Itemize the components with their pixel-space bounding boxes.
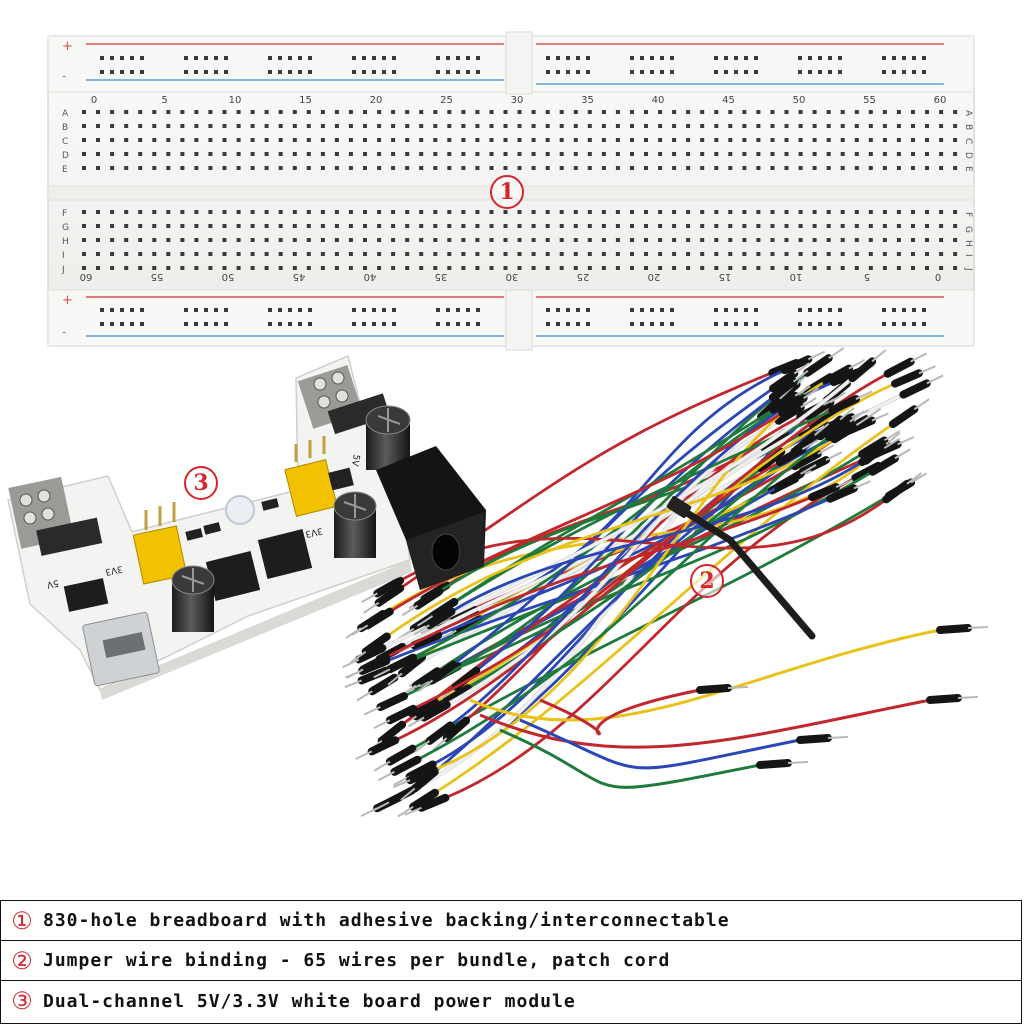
label-5v-left: 5V <box>45 577 60 589</box>
column-number: 40 <box>652 95 665 106</box>
row-label: C <box>62 137 68 147</box>
row-label: D <box>62 151 69 161</box>
dc-barrel-jack <box>376 446 486 590</box>
legend-number: ② <box>11 946 33 975</box>
label-3v3-left: 3V3 <box>104 563 123 576</box>
legend-number: ① <box>11 906 33 935</box>
row-label: H <box>963 240 973 247</box>
rail-plus-top: + <box>62 39 73 54</box>
row-label: I <box>963 254 973 257</box>
rail-minus-bottom: - <box>62 325 67 340</box>
row-label: I <box>62 251 65 261</box>
column-number: 60 <box>934 95 947 106</box>
column-number: 35 <box>581 95 594 106</box>
cable-tie <box>666 495 816 640</box>
row-label: G <box>62 223 69 233</box>
row-label: A <box>963 110 973 117</box>
column-number: 60 <box>80 271 93 282</box>
rail-plus-bottom: + <box>62 293 73 308</box>
row-label: D <box>963 152 973 159</box>
jumper-wire-bundle <box>342 347 989 818</box>
legend-row: ③ Dual-channel 5V/3.3V white board power… <box>1 981 1021 1021</box>
legend-number: ③ <box>11 987 33 1015</box>
column-number: 0 <box>935 271 941 282</box>
legend-text: 830-hole breadboard with adhesive backin… <box>43 910 730 931</box>
column-number: 20 <box>648 271 661 282</box>
marker-breadboard: 1 <box>490 175 524 209</box>
column-numbers-top: 0 5 10 15 20 25 30 35 40 45 50 55 60 <box>91 95 947 106</box>
marker-power-module: 3 <box>184 466 218 500</box>
column-number: 20 <box>370 95 383 106</box>
row-label: A <box>62 109 69 119</box>
power-module: 5V 3V3 3V3 5V <box>7 354 486 700</box>
legend-text: Jumper wire binding - 65 wires per bundl… <box>43 950 671 971</box>
column-number: 10 <box>790 271 803 282</box>
column-number: 50 <box>222 271 235 282</box>
row-label: H <box>62 237 69 247</box>
row-label: G <box>963 226 973 233</box>
row-label: F <box>963 212 973 217</box>
breadboard-holes <box>82 110 958 270</box>
column-number: 55 <box>863 95 876 106</box>
legend-text: Dual-channel 5V/3.3V white board power m… <box>43 990 576 1012</box>
row-label: E <box>963 166 973 172</box>
marker-wires: 2 <box>690 564 724 598</box>
column-number: 50 <box>793 95 806 106</box>
row-label: C <box>963 138 973 144</box>
column-number: 45 <box>722 95 735 106</box>
row-label: B <box>963 124 973 130</box>
column-number: 5 <box>161 95 167 106</box>
row-label: F <box>62 209 67 219</box>
column-number: 10 <box>229 95 242 106</box>
legend-row: ① 830-hole breadboard with adhesive back… <box>1 901 1021 941</box>
column-number: 15 <box>299 95 312 106</box>
column-number: 5 <box>864 271 870 282</box>
jumper-header-left <box>132 502 188 585</box>
label-3v3-right: 3V3 <box>304 525 323 538</box>
capacitor <box>333 491 377 558</box>
row-label: E <box>62 165 68 175</box>
legend-row: ② Jumper wire binding - 65 wires per bun… <box>1 941 1021 981</box>
row-label: J <box>61 265 65 275</box>
capacitor <box>171 565 215 632</box>
power-rail-holes <box>100 56 926 326</box>
column-number: 35 <box>435 271 448 282</box>
column-number: 15 <box>719 271 732 282</box>
column-number: 30 <box>506 271 519 282</box>
jumper-header-right <box>284 436 338 517</box>
column-number: 25 <box>577 271 590 282</box>
column-number: 0 <box>91 95 97 106</box>
column-number: 45 <box>293 271 306 282</box>
row-label: J <box>963 267 973 271</box>
rail-minus-top: - <box>62 69 67 84</box>
label-5v-right: 5V <box>349 453 361 467</box>
column-number: 55 <box>151 271 164 282</box>
column-number: 30 <box>511 95 524 106</box>
column-number: 25 <box>440 95 453 106</box>
legend-table: ① 830-hole breadboard with adhesive back… <box>0 900 1022 1024</box>
column-number: 40 <box>364 271 377 282</box>
row-label: B <box>62 123 68 133</box>
